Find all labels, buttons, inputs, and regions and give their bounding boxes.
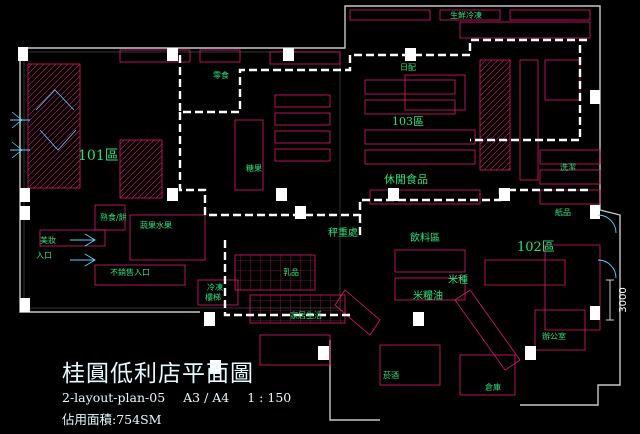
room-tobacco: 菸酒 xyxy=(383,370,399,380)
square-pillar-icon xyxy=(210,360,221,374)
zone-103-label: 103區 xyxy=(392,115,424,128)
fixtures xyxy=(39,9,601,396)
door-swing-icon xyxy=(597,259,617,279)
room-detergent: 洗潔 xyxy=(560,162,576,172)
square-pillar-icon xyxy=(590,205,600,219)
room-entrance: 入口 xyxy=(36,251,52,260)
pillars xyxy=(18,47,600,374)
outer-walls xyxy=(19,5,621,421)
plan-scale: 1 : 150 xyxy=(247,390,292,405)
room-checkout-hint: 不銷售入口 xyxy=(110,267,150,277)
room-beauty: 美妝 xyxy=(40,235,56,245)
zone-labels: 101區 102區 103區 休閒食品 飲料區 米種 米糧油 秤重處 蔬果水果 … xyxy=(36,10,576,392)
room-office: 辦公室 xyxy=(542,331,566,341)
square-pillar-icon xyxy=(388,188,399,201)
room-deli: 熟食/餅 xyxy=(100,212,127,222)
square-pillar-icon xyxy=(413,312,424,326)
door-marks xyxy=(70,214,617,279)
square-pillar-icon xyxy=(20,206,30,220)
room-weighing: 秤重處 xyxy=(328,226,358,239)
zone-101-label: 101區 xyxy=(78,148,119,164)
room-veg-fruit: 蔬果水果 xyxy=(140,220,172,230)
square-pillar-icon xyxy=(20,298,30,312)
plan-title: 桂圓低利店平面圖 xyxy=(62,361,254,387)
square-pillar-icon xyxy=(590,306,600,320)
room-daily-fresh: 日配 xyxy=(400,63,416,72)
square-pillar-icon xyxy=(167,48,178,61)
square-pillar-icon xyxy=(405,48,416,61)
room-leisure-food: 休閒食品 xyxy=(384,172,428,186)
area-label: 佔用面積:754SM xyxy=(62,412,162,427)
square-pillar-icon xyxy=(167,188,178,201)
square-pillar-icon xyxy=(204,312,215,326)
square-pillar-icon xyxy=(590,90,600,104)
square-pillar-icon xyxy=(283,48,294,61)
plan-code: 2-layout-plan-05 xyxy=(62,390,166,405)
square-pillar-icon xyxy=(20,188,30,202)
paper-size: A3 / A4 xyxy=(183,390,230,405)
square-pillar-icon xyxy=(525,346,536,360)
room-stairs: 樓梯 xyxy=(205,292,221,302)
room-snack-a: 零食 xyxy=(213,70,229,80)
square-pillar-icon xyxy=(318,346,329,360)
zone-102-label: 102區 xyxy=(517,240,555,255)
room-rice: 米種 xyxy=(448,273,468,286)
stair-area xyxy=(10,63,163,199)
room-household: 家居生活 xyxy=(290,310,322,320)
square-pillar-icon xyxy=(499,188,510,201)
square-pillar-icon xyxy=(276,188,287,201)
room-milk: 乳品 xyxy=(283,267,299,277)
square-pillar-icon xyxy=(18,47,28,61)
room-rice-oil: 米糧油 xyxy=(413,289,443,302)
square-pillar-icon xyxy=(295,206,306,219)
room-paper: 紙品 xyxy=(555,207,571,217)
room-snack-b: 糖果 xyxy=(246,163,262,173)
plan-info-row: 2-layout-plan-05 A3 / A4 1 : 150 xyxy=(62,390,305,405)
door-swing-icon xyxy=(597,214,617,234)
dimension-label: 3000 xyxy=(618,287,629,312)
dimension-marker: 3000 xyxy=(606,279,629,321)
room-drinks: 飲料區 xyxy=(410,231,440,244)
room-warehouse: 倉庫 xyxy=(485,382,501,392)
room-fresh-chilled: 生鮮冷凍 xyxy=(450,10,482,20)
room-frozen: 冷凍 xyxy=(207,282,223,292)
